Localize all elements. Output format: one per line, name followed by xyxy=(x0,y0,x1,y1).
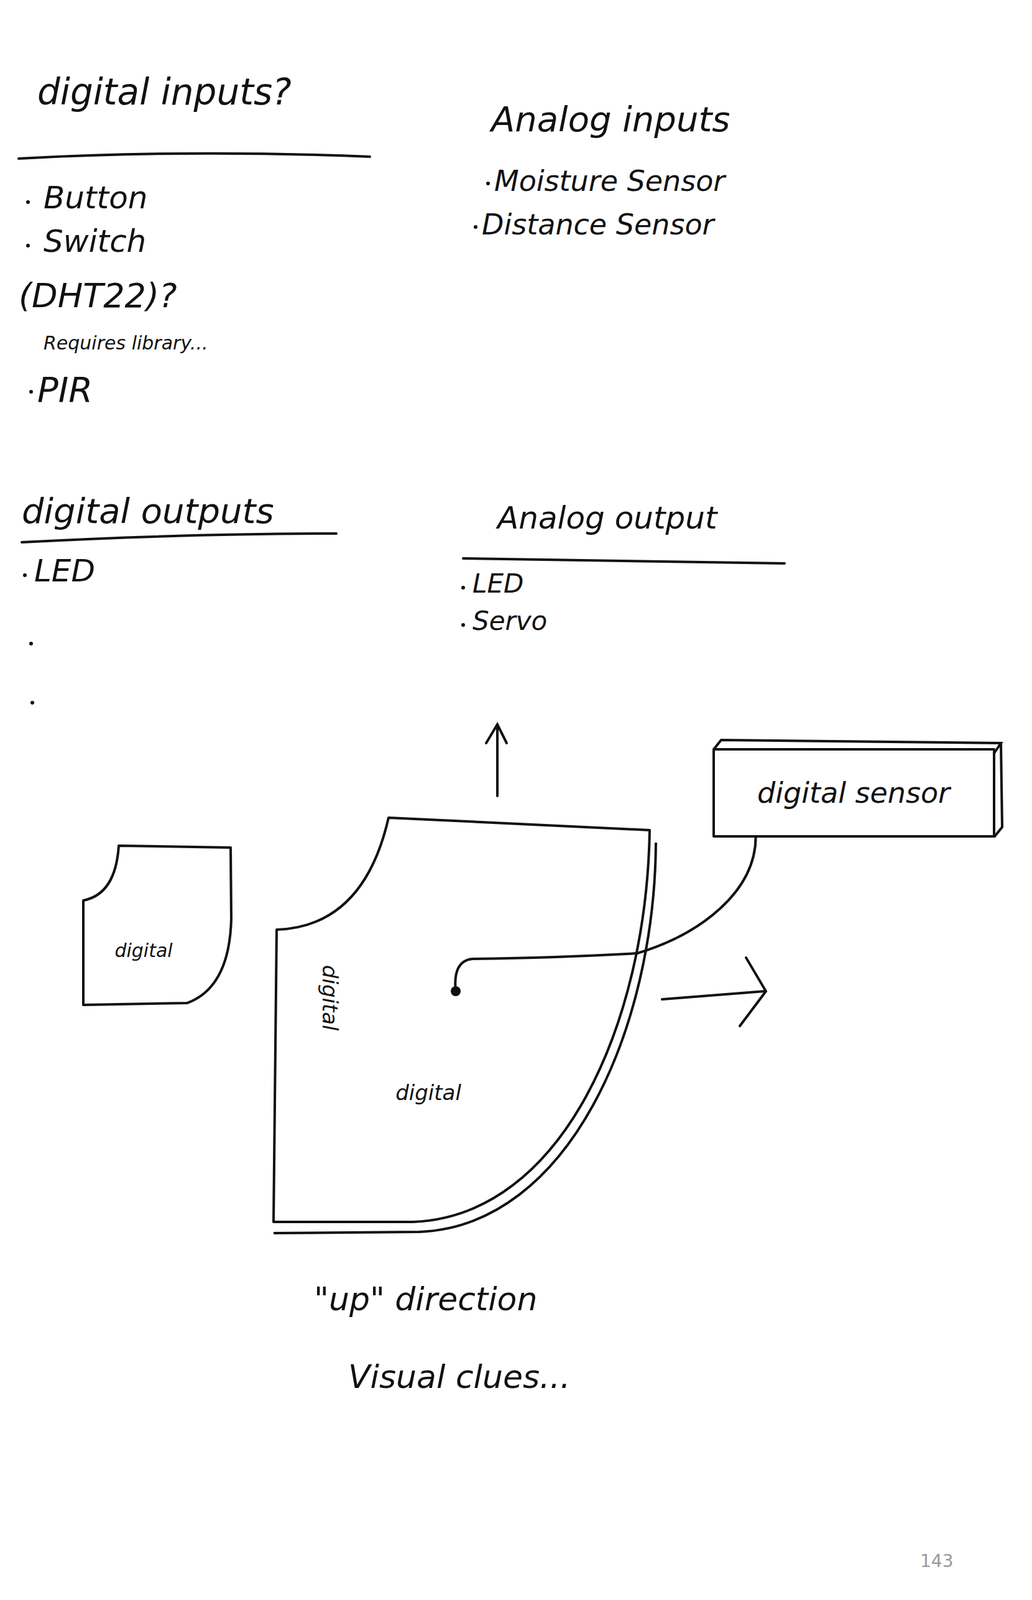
note-text: LED xyxy=(34,553,96,590)
arrow-head xyxy=(739,957,766,1026)
note-text: LED xyxy=(472,568,524,599)
large-tile: digital digital xyxy=(270,817,653,1241)
note-text: Moisture Sensor xyxy=(494,164,725,198)
box-depth xyxy=(713,739,1003,837)
tile-outline xyxy=(81,844,233,1008)
bullet xyxy=(26,200,30,204)
underline xyxy=(463,558,785,564)
up-arrow xyxy=(496,727,499,796)
note-text: Analog inputs xyxy=(491,99,731,140)
bullet xyxy=(23,573,27,577)
bullet xyxy=(30,700,35,705)
note-text: Servo xyxy=(472,606,548,636)
underline xyxy=(18,153,370,159)
note-text: Distance Sensor xyxy=(481,208,714,242)
note-text: Requires library... xyxy=(43,332,208,355)
sensor-box: digital sensor xyxy=(713,749,995,837)
tile-label: digital sensor xyxy=(757,777,950,809)
arrow-head xyxy=(486,724,507,743)
bullet xyxy=(29,389,33,394)
wire xyxy=(455,953,638,991)
bullet xyxy=(473,225,478,229)
bullet xyxy=(461,622,466,627)
bullet xyxy=(26,243,30,248)
underline xyxy=(21,533,337,543)
note-text: (DHT22)? xyxy=(18,276,178,316)
wire-dot xyxy=(450,985,461,996)
bullet xyxy=(461,585,466,590)
small-tile: digital xyxy=(81,844,233,1008)
bullet xyxy=(29,641,33,646)
note-text: "up" direction xyxy=(313,1280,538,1318)
note-text: Button xyxy=(43,180,148,217)
note-text: Visual clues... xyxy=(348,1358,571,1396)
note-text: digital inputs? xyxy=(37,71,292,114)
bullet xyxy=(486,181,490,186)
tile-label: digital xyxy=(317,964,341,1031)
note-text: Switch xyxy=(43,223,147,260)
note-text: Analog output xyxy=(497,500,718,537)
right-arrow xyxy=(662,990,765,1000)
tile-label: digital xyxy=(114,939,173,961)
tile-label: digital xyxy=(395,1081,462,1105)
note-text: PIR xyxy=(37,369,93,410)
page-number: 143 xyxy=(920,1551,954,1572)
note-text: digital outputs xyxy=(21,491,275,531)
